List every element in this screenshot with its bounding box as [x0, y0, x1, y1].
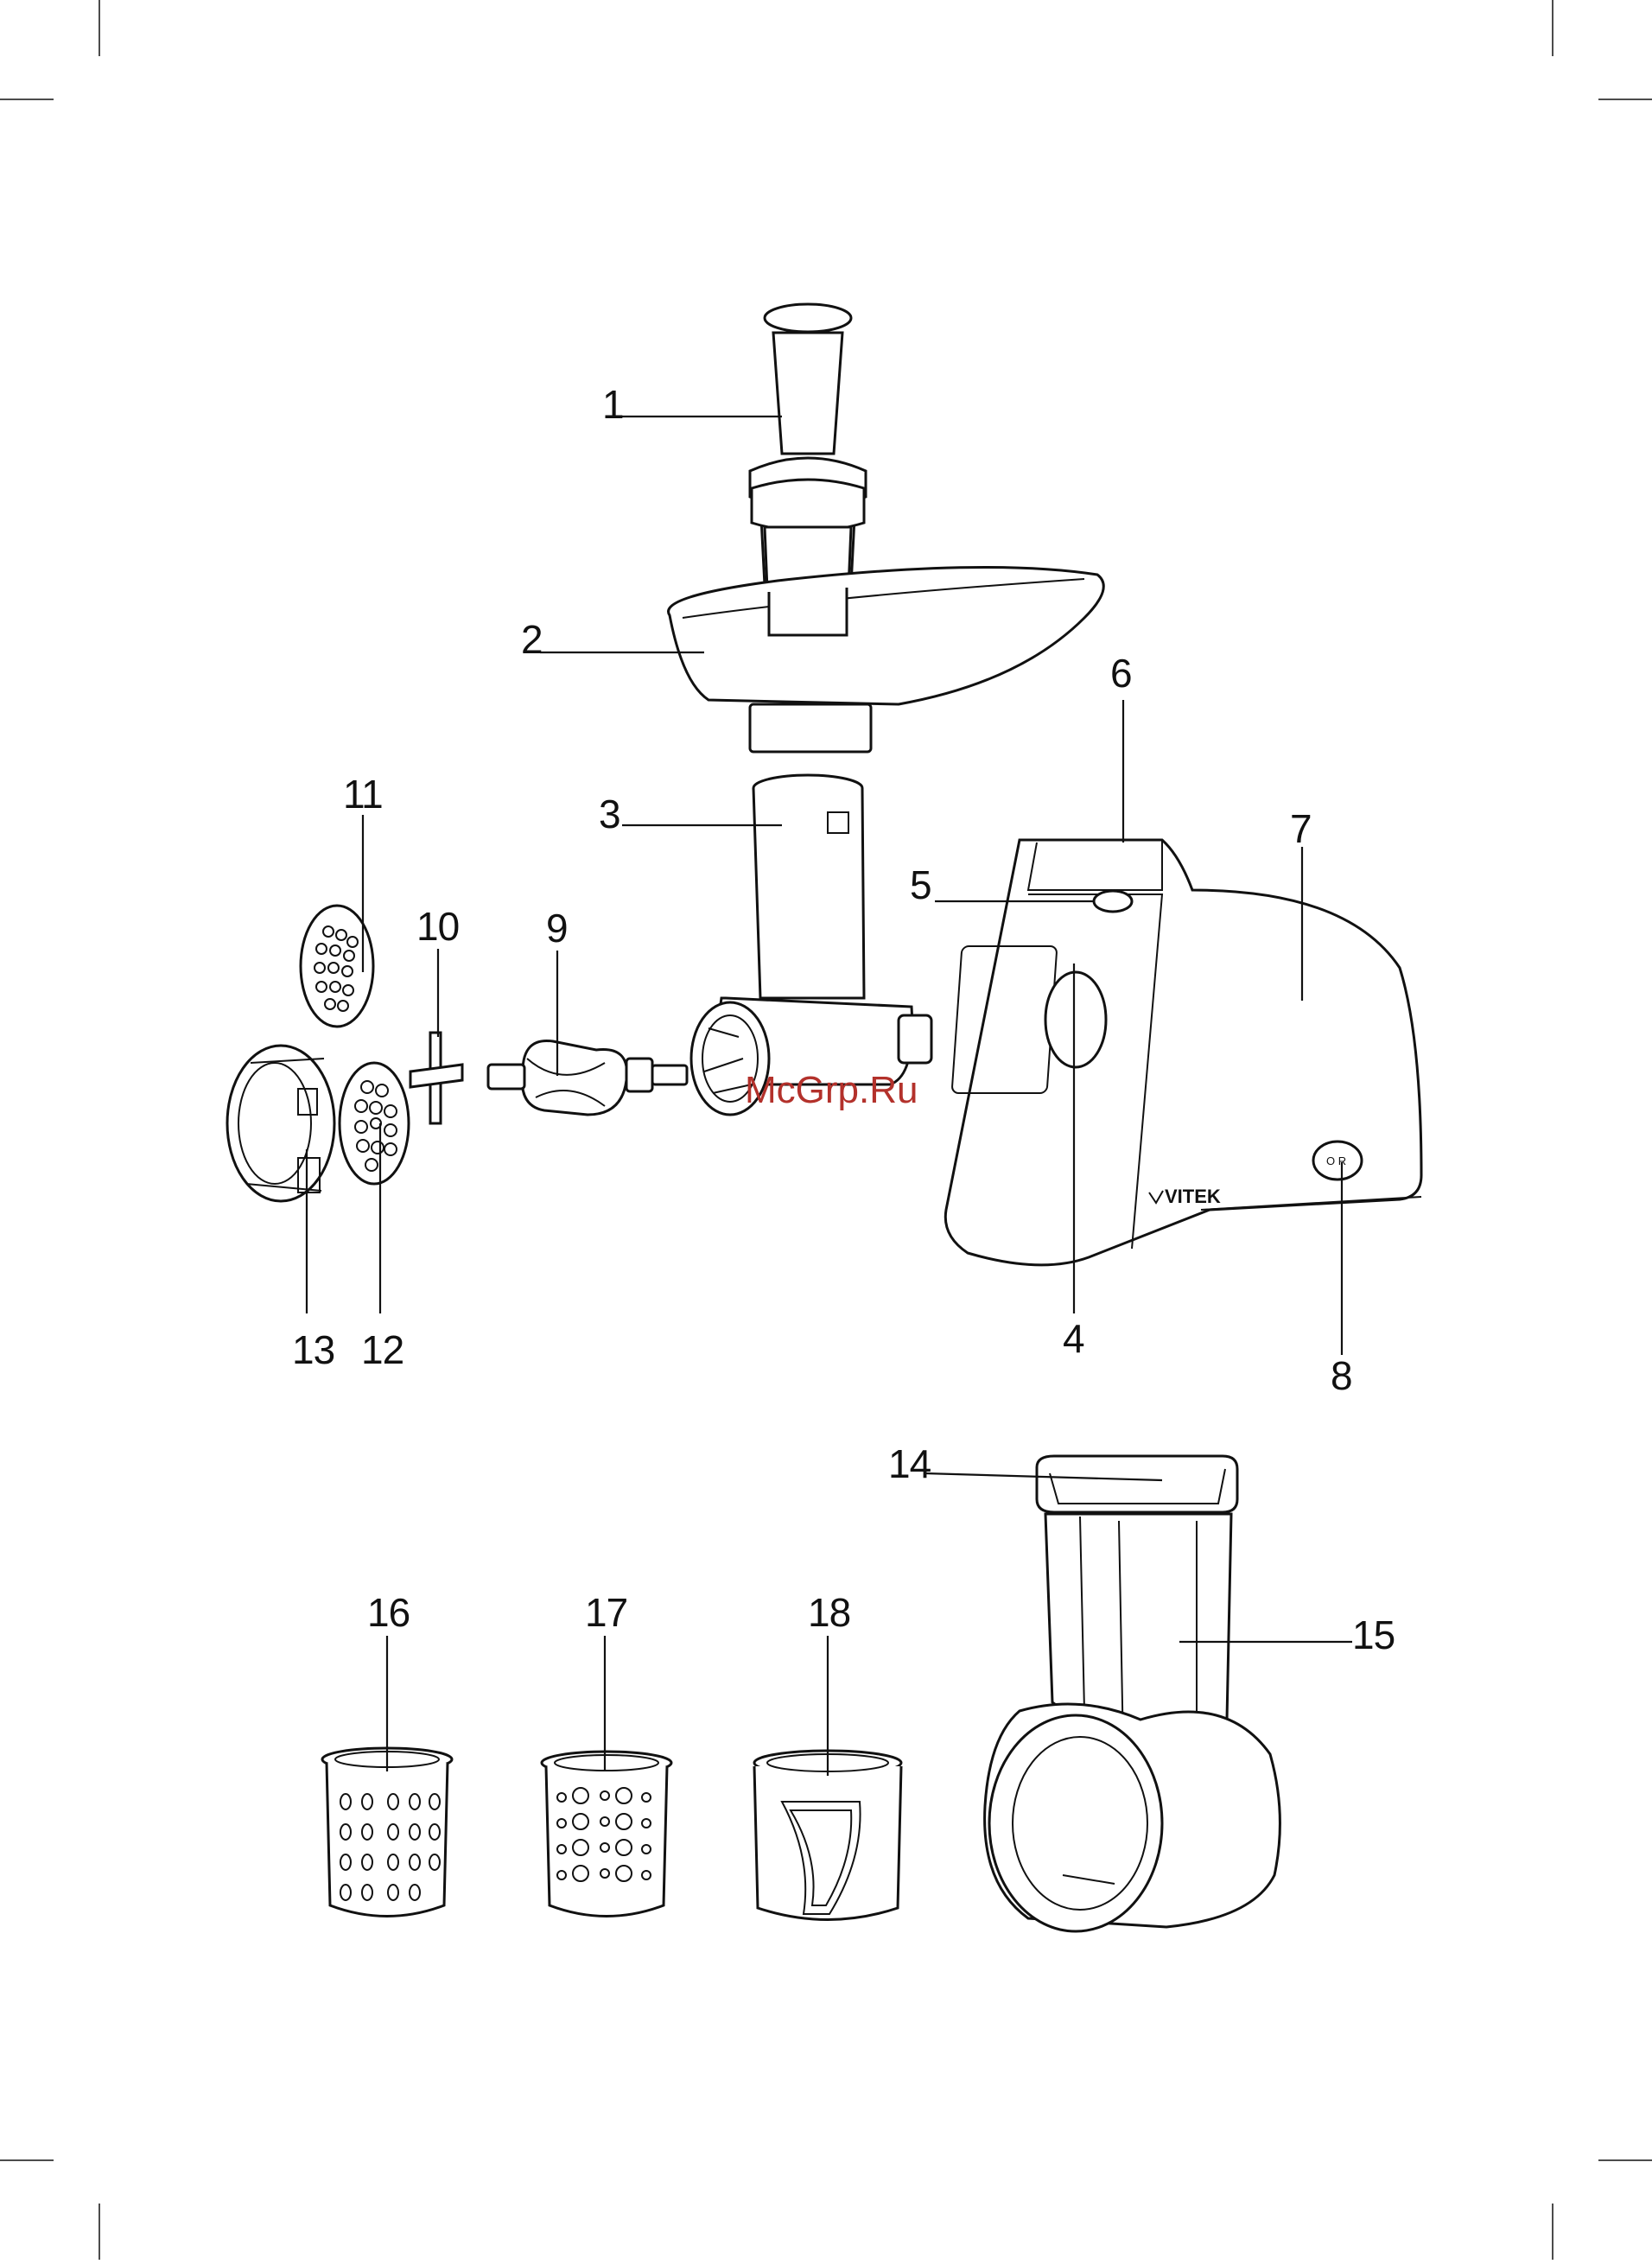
callout-11: 11 [343, 772, 383, 817]
callout-15: 15 [1352, 1612, 1395, 1657]
slicer-housing [985, 1456, 1280, 1931]
callout-8: 8 [1331, 1353, 1352, 1398]
callout-16: 16 [367, 1590, 410, 1635]
coarse-cutting-disc [340, 1063, 409, 1184]
callout-9: 9 [546, 906, 568, 951]
callout-7: 7 [1290, 806, 1312, 851]
callout-2: 2 [521, 617, 543, 662]
ring-nut [227, 1046, 334, 1201]
switch-label: O R [1326, 1154, 1346, 1167]
callout-3: 3 [599, 792, 620, 836]
fine-shredding-drum [542, 1752, 671, 1917]
callout-5: 5 [910, 862, 931, 907]
callout-14: 14 [888, 1441, 931, 1486]
cross-knife [410, 1033, 462, 1123]
callout-18: 18 [808, 1590, 850, 1635]
coarse-shredding-drum [322, 1748, 452, 1917]
callout-6: 6 [1110, 651, 1132, 696]
watermark-text: McGrp.Ru [745, 1069, 918, 1111]
food-tray [669, 567, 1104, 752]
auger [488, 1040, 687, 1115]
slicing-drum [754, 1751, 901, 1920]
callout-13: 13 [292, 1327, 334, 1372]
callout-4: 4 [1063, 1316, 1084, 1361]
callout-10: 10 [416, 904, 459, 949]
callout-12: 12 [361, 1327, 403, 1372]
callout-1: 1 [602, 382, 624, 427]
callout-17: 17 [585, 1590, 627, 1635]
brand-logo-text: VITEK [1165, 1186, 1221, 1207]
